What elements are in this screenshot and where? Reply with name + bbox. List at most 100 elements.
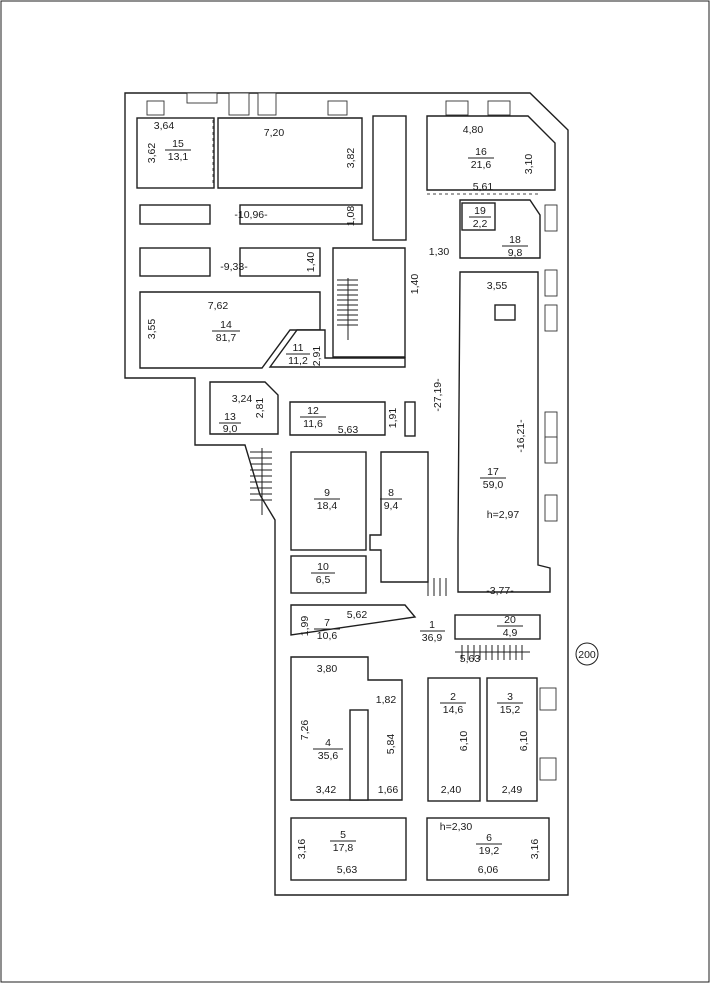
dimension-label: 1,99 — [299, 616, 311, 637]
svg-text:21,6: 21,6 — [471, 159, 492, 171]
svg-text:7: 7 — [324, 617, 330, 629]
dimension-label: 4,80 — [463, 124, 484, 136]
dimension-label: 5,63 — [460, 653, 481, 665]
svg-text:81,7: 81,7 — [216, 332, 237, 344]
room-label-2: 214,6 — [440, 691, 466, 716]
room-label-19: 192,2 — [469, 205, 491, 230]
svg-text:36,9: 36,9 — [422, 632, 443, 644]
sheet-border — [0, 0, 710, 983]
room-label-8: 89,4 — [380, 487, 402, 512]
dimension-label: 5,63 — [337, 864, 358, 876]
svg-text:2,2: 2,2 — [473, 218, 488, 230]
svg-text:17: 17 — [487, 466, 499, 478]
room-label-1: 136,9 — [420, 619, 445, 644]
dimension-label: 2,49 — [502, 784, 523, 796]
svg-text:6: 6 — [486, 832, 492, 844]
dimension-label: 7,20 — [264, 127, 285, 139]
svg-text:19,2: 19,2 — [479, 845, 500, 857]
svg-text:15: 15 — [172, 138, 184, 150]
dimension-label: 2,40 — [441, 784, 462, 796]
dimension-label: 3,82 — [345, 148, 357, 169]
dimension-label: 2,91 — [311, 346, 323, 367]
dimension-label: 6,10 — [518, 731, 530, 752]
dimension-label: 5,63 — [338, 424, 359, 436]
dimension-label: 3,16 — [529, 839, 541, 860]
dimension-label: 3,24 — [232, 393, 253, 405]
room-label-4: 435,6 — [313, 737, 343, 762]
dimension-label: 3,55 — [146, 319, 158, 340]
dimension-label: -16,21- — [515, 419, 527, 453]
svg-text:1: 1 — [429, 619, 435, 631]
dimension-label: h=2,30 — [440, 821, 473, 833]
dimension-label: 5,84 — [385, 734, 397, 755]
svg-text:15,2: 15,2 — [500, 704, 521, 716]
room-label-9: 918,4 — [314, 487, 340, 512]
room-label-13: 139,0 — [219, 411, 241, 435]
svg-text:9,4: 9,4 — [384, 500, 399, 512]
svg-text:9,0: 9,0 — [223, 423, 238, 435]
dimension-label: h=2,97 — [487, 509, 520, 521]
dimension-label: 1,91 — [387, 408, 399, 429]
dimension-label: 7,26 — [299, 720, 311, 741]
room-label-20: 204,9 — [497, 614, 523, 639]
dimension-label: 5,62 — [347, 609, 368, 621]
dimension-label: 3,80 — [317, 663, 338, 675]
dimension-label: 2,81 — [254, 398, 266, 419]
room-label-3: 315,2 — [497, 691, 523, 716]
dimension-label: 3,42 — [316, 784, 337, 796]
svg-text:8: 8 — [388, 487, 394, 499]
svg-text:3: 3 — [507, 691, 513, 703]
dimension-label: 1,30 — [429, 246, 450, 258]
svg-text:12: 12 — [307, 405, 319, 417]
room-label-6: 619,2 — [476, 832, 502, 857]
dimension-labels: 3,64 3,62 7,20 3,82 -10,96- 1,08 -9,33- … — [146, 120, 541, 876]
svg-text:16: 16 — [475, 146, 487, 158]
dimension-label: 1,40 — [305, 252, 317, 273]
section-marker: 200 — [575, 642, 599, 666]
dimension-label: -9,33- — [220, 261, 248, 273]
svg-text:4: 4 — [325, 737, 331, 749]
svg-text:14,6: 14,6 — [443, 704, 464, 716]
dimension-label: 5,61 — [473, 181, 494, 193]
dimension-label: 1,82 — [376, 694, 397, 706]
svg-text:14: 14 — [220, 319, 232, 331]
svg-text:20: 20 — [504, 614, 516, 626]
svg-text:11,6: 11,6 — [303, 418, 323, 430]
svg-text:19: 19 — [474, 205, 486, 217]
dimension-label: -3,77- — [486, 585, 514, 597]
dimension-label: 3,62 — [146, 143, 158, 164]
room-label-7: 710,6 — [314, 617, 340, 642]
dimension-label: 1,08 — [345, 206, 357, 227]
room-labels: 136,9 214,6 315,2 435,6 517,8 619,2 710,… — [165, 138, 528, 857]
dimension-label: 6,10 — [458, 731, 470, 752]
dimension-label: 3,64 — [154, 120, 175, 132]
dimension-label: 1,66 — [378, 784, 399, 796]
dimension-label: 3,10 — [523, 154, 535, 175]
svg-text:11: 11 — [293, 342, 304, 354]
dimension-label: 1,40 — [409, 274, 421, 295]
svg-text:59,0: 59,0 — [483, 479, 504, 491]
svg-text:4,9: 4,9 — [503, 627, 518, 639]
svg-text:10,6: 10,6 — [317, 630, 338, 642]
dimension-label: 7,62 — [208, 300, 229, 312]
svg-text:13: 13 — [224, 411, 236, 423]
room-label-10: 106,5 — [311, 561, 335, 586]
svg-text:17,8: 17,8 — [333, 842, 354, 854]
svg-text:18: 18 — [509, 234, 521, 246]
svg-text:9,8: 9,8 — [508, 247, 523, 259]
dimension-label: -27,19- — [432, 378, 444, 412]
dimension-label: 3,16 — [296, 839, 308, 860]
svg-text:35,6: 35,6 — [318, 750, 339, 762]
svg-text:2: 2 — [450, 691, 456, 703]
dimension-label: 3,55 — [487, 280, 508, 292]
stairs — [250, 278, 530, 660]
marker-label: 200 — [578, 649, 596, 661]
room-label-18: 189,8 — [502, 234, 528, 259]
svg-text:11,2: 11,2 — [288, 355, 308, 367]
